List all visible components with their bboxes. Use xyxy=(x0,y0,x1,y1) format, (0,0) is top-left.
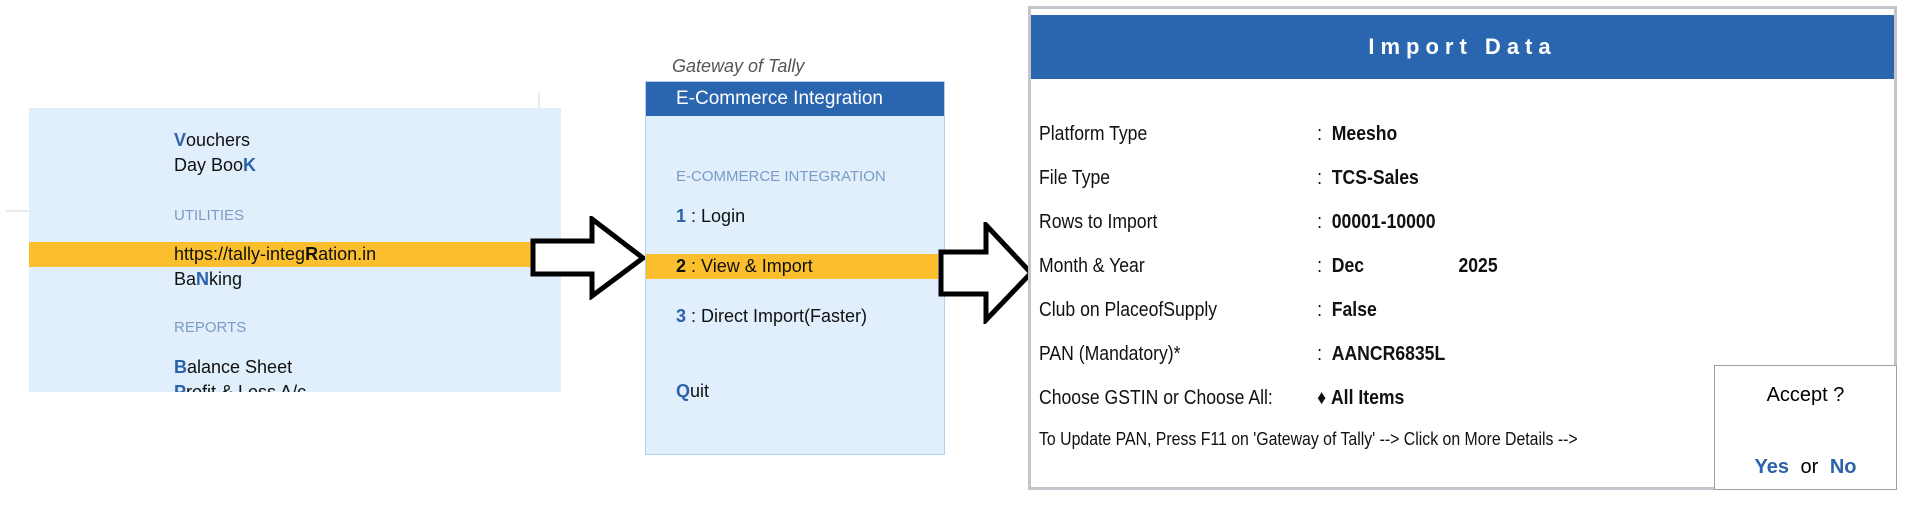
field-choose-gstin[interactable]: Choose GSTIN or Choose All: ♦ All Items xyxy=(1039,387,1404,410)
section-reports: REPORTS xyxy=(174,319,247,336)
hotkey: K xyxy=(243,155,257,175)
value: Meesho xyxy=(1331,123,1398,145)
ecommerce-menu-panel: E-Commerce Integration E-COMMERCE INTEGR… xyxy=(645,81,945,455)
menu-item-vouchers[interactable]: Vouchers xyxy=(174,130,250,151)
hotkey: 1 xyxy=(676,206,687,226)
hotkey: V xyxy=(174,130,187,150)
hotkey: R xyxy=(305,244,319,264)
or-text: or xyxy=(1800,456,1819,478)
field-club-place-of-supply[interactable]: Club on PlaceofSupply: False xyxy=(1039,299,1377,322)
section-ecommerce: E-COMMERCE INTEGRATION xyxy=(676,168,886,185)
field-rows-to-import[interactable]: Rows to Import: 00001-10000 xyxy=(1039,211,1436,234)
menu-item-profit-loss[interactable]: Profit & Loss A/c xyxy=(174,382,306,392)
hotkey: B xyxy=(174,357,187,377)
divider xyxy=(538,92,540,112)
value: All Items xyxy=(1330,387,1405,409)
label: Platform Type xyxy=(1039,123,1148,145)
hotkey: P xyxy=(174,382,187,392)
value: TCS-Sales xyxy=(1331,167,1419,189)
diamond-icon: ♦ xyxy=(1317,387,1327,409)
accept-prompt: Accept ? Yes or No xyxy=(1714,365,1897,490)
year-value: 2025 xyxy=(1458,255,1498,277)
label: Ba xyxy=(174,269,197,289)
value: False xyxy=(1331,299,1377,321)
gateway-menu-panel: Vouchers Day BooK UTILITIES https://tall… xyxy=(29,108,561,392)
month-value: Dec xyxy=(1331,255,1365,277)
label: : View & Import xyxy=(691,256,813,276)
separator: : xyxy=(1317,255,1322,277)
clip: Profit & Loss A/c xyxy=(29,380,561,392)
value: 00001-10000 xyxy=(1331,211,1436,233)
menu-item-day-book[interactable]: Day BooK xyxy=(174,155,256,176)
selection-highlight xyxy=(29,242,561,267)
menu-item-view-import[interactable]: 2 : View & Import xyxy=(676,256,813,277)
import-data-dialog: Import Data Platform Type: Meesho File T… xyxy=(1028,6,1897,490)
separator: : xyxy=(1317,343,1322,365)
label: Rows to Import xyxy=(1039,211,1158,233)
divider xyxy=(6,210,36,212)
menu-item-login[interactable]: 1 : Login xyxy=(676,206,745,227)
field-month-year[interactable]: Month & Year: Dec 2025 xyxy=(1039,255,1498,278)
gateway-caption: Gateway of Tally xyxy=(672,56,805,76)
label: ouchers xyxy=(186,130,251,150)
hotkey: 3 xyxy=(676,306,687,326)
hotkey: 2 xyxy=(676,256,687,276)
separator: : xyxy=(1317,123,1322,145)
menu-item-balance-sheet[interactable]: Balance Sheet xyxy=(174,357,292,378)
label: https://tally-integ xyxy=(174,244,306,264)
no-button[interactable]: No xyxy=(1829,456,1857,478)
field-pan[interactable]: PAN (Mandatory)*: AANCR6835L xyxy=(1039,343,1445,366)
hotkey: Q xyxy=(676,381,691,401)
label: Month & Year xyxy=(1039,255,1145,277)
accept-question: Accept ? xyxy=(1766,384,1845,406)
menu-item-tally-integration[interactable]: https://tally-integRation.in xyxy=(174,244,376,265)
ecommerce-menu-title: E-Commerce Integration xyxy=(646,82,944,116)
hotkey: N xyxy=(196,269,210,289)
separator: : xyxy=(1317,299,1322,321)
label: uit xyxy=(690,381,710,401)
selection-highlight xyxy=(646,254,938,279)
dialog-title: Import Data xyxy=(1031,15,1894,79)
label: : Login xyxy=(691,206,746,226)
separator: : xyxy=(1317,167,1322,189)
label: Day Boo xyxy=(174,155,244,175)
label: alance Sheet xyxy=(187,357,293,377)
label: rofit & Loss A/c xyxy=(186,382,307,392)
menu-item-banking[interactable]: BaNking xyxy=(174,269,242,290)
label: king xyxy=(209,269,243,289)
yes-button[interactable]: Yes xyxy=(1754,456,1789,478)
arrow-right-icon xyxy=(938,222,1035,324)
label: Choose GSTIN or Choose All: xyxy=(1039,387,1273,409)
separator: : xyxy=(1317,211,1322,233)
label: : Direct Import(Faster) xyxy=(691,306,868,326)
label: ation.in xyxy=(318,244,377,264)
pan-update-note: To Update PAN, Press F11 on 'Gateway of … xyxy=(1039,429,1578,449)
label: PAN (Mandatory)* xyxy=(1039,343,1181,365)
label: File Type xyxy=(1039,167,1111,189)
value: AANCR6835L xyxy=(1331,343,1446,365)
menu-item-quit[interactable]: Quit xyxy=(676,381,709,402)
field-file-type[interactable]: File Type: TCS-Sales xyxy=(1039,167,1419,190)
field-platform-type[interactable]: Platform Type: Meesho xyxy=(1039,123,1397,146)
section-utilities: UTILITIES xyxy=(174,207,245,224)
menu-item-direct-import[interactable]: 3 : Direct Import(Faster) xyxy=(676,306,867,327)
arrow-right-icon xyxy=(530,216,648,300)
label: Club on PlaceofSupply xyxy=(1039,299,1218,321)
